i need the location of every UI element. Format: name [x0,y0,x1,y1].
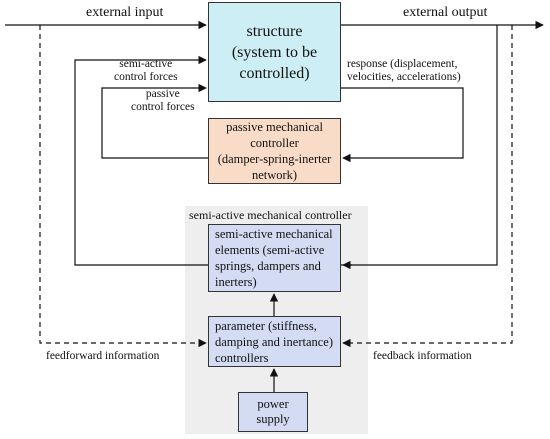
external-input-label: external input [86,5,164,20]
semi-active-forces-label: semi-active control forces [114,58,178,83]
parameter-controllers-box: parameter (stiffness, damping and inerta… [208,316,341,367]
semi-active-elements-box: semi-active mechanical elements (semi-ac… [208,224,341,292]
response-label: response (displacement, velocities, acce… [347,58,461,83]
feedforward-label: feedforward information [46,350,160,362]
passive-force-path [101,83,208,159]
feedback-label: feedback information [373,350,472,362]
semi-active-region-label: semi-active mechanical controller [189,208,352,222]
feedback-path [342,25,513,348]
response-to-passive-path [341,87,464,163]
power-supply-box: power supply [238,392,308,432]
passive-controller-box: passive mechanical controller (damper-sp… [208,118,341,184]
output-to-semi-active-path [342,25,498,270]
passive-forces-label: passive control forces [131,88,195,113]
structure-box: structure (system to be controlled) [208,2,341,102]
external-output-label: external output [403,5,488,20]
feedforward-path [39,25,207,348]
